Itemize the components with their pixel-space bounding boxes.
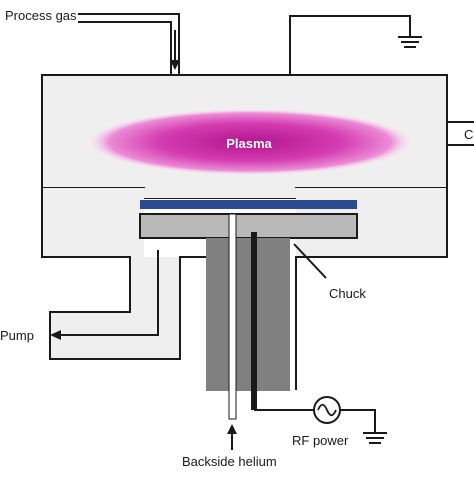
ground-symbol-icon (398, 36, 422, 48)
rf-power-label: RF power (292, 433, 349, 448)
gas-inlet-inner (78, 21, 172, 75)
helium-arrow-icon (227, 424, 237, 434)
backside-helium-label: Backside helium (182, 454, 277, 469)
rf-wire (254, 409, 376, 433)
chuck-stem (206, 238, 290, 391)
plasma-label: Plasma (226, 136, 272, 151)
chuck-label: Chuck (329, 286, 366, 301)
gas-arrow-icon (170, 60, 180, 70)
pump-duct (42, 256, 206, 360)
wafer (140, 200, 357, 209)
rf-conductor (251, 232, 257, 410)
helium-tube (228, 213, 237, 420)
right-port (446, 121, 474, 146)
rf-ground-symbol-icon (363, 432, 387, 444)
top-ground-wire (289, 15, 411, 75)
chuck-plate (139, 213, 358, 239)
plasma-cloud (84, 108, 416, 176)
chuck-pointer (293, 243, 327, 279)
pump-arrow-icon (50, 330, 61, 340)
pump-inner-line (58, 250, 159, 336)
ac-source-icon (313, 396, 341, 424)
right-edge-label: C (464, 127, 473, 142)
pump-label: Pump (0, 328, 34, 343)
process-gas-label: Process gas (5, 8, 77, 23)
gas-inlet-outer (78, 13, 180, 75)
